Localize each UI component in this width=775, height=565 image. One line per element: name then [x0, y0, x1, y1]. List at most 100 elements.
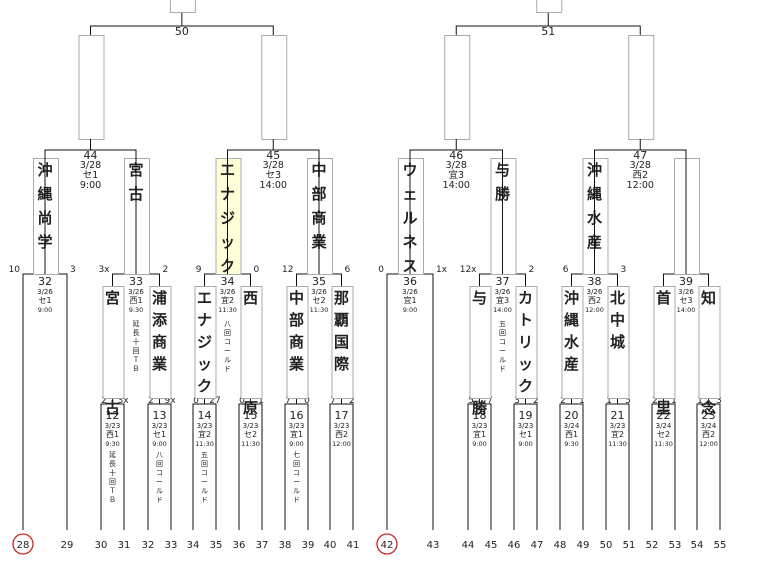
match-number: 35	[312, 275, 326, 288]
match-time: 9:30	[105, 440, 120, 448]
match-note: 長	[109, 460, 116, 468]
team-name: 業	[288, 355, 305, 373]
team-name: 首	[656, 289, 671, 307]
match-date: 3/23	[152, 422, 168, 430]
bottom-number: 52	[646, 540, 659, 551]
match-time: 9:00	[289, 440, 304, 448]
match-note: 八	[156, 451, 163, 459]
match-note: 十	[109, 468, 116, 477]
match-venue: 西1	[129, 296, 142, 305]
score: 1	[671, 396, 677, 406]
match-number: 39	[679, 275, 693, 288]
score: 2	[560, 396, 566, 406]
bottom-number: 30	[95, 540, 108, 551]
match-time: 12:00	[585, 306, 604, 314]
match-date: 3/26	[311, 288, 327, 296]
score: 7	[285, 396, 291, 406]
score: 0	[239, 396, 245, 406]
team-box	[194, 286, 217, 399]
team-box	[240, 286, 263, 399]
match-note: ー	[293, 478, 300, 486]
match-time: 9:30	[129, 306, 144, 314]
match-number: 16	[290, 409, 304, 422]
match-date: 3/23	[243, 422, 259, 430]
match-date: 3/26	[587, 288, 603, 296]
match-note: Ｔ	[133, 356, 140, 364]
match-note: ー	[201, 478, 208, 486]
match-note: Ｔ	[109, 487, 116, 495]
match-number: 20	[565, 409, 579, 422]
match-note: コ	[224, 338, 231, 346]
match-number: 34	[221, 275, 235, 288]
score: 2	[652, 396, 658, 406]
match-venue: 宜1	[290, 429, 303, 439]
team-box	[607, 286, 630, 399]
bottom-number: 46	[508, 540, 521, 551]
team-name: 沖	[564, 289, 579, 307]
team-name: リ	[518, 333, 533, 351]
team-name: 商	[152, 333, 167, 351]
match-note: コ	[499, 338, 506, 346]
score: 3	[514, 396, 520, 406]
team-name: 業	[151, 355, 168, 373]
score: 0	[254, 265, 260, 275]
match-note: 回	[109, 478, 116, 486]
match-time: 9:30	[564, 440, 579, 448]
match-time: 11:30	[241, 440, 260, 448]
winner-box	[261, 35, 288, 140]
match-note: コ	[201, 469, 208, 477]
team-name: 那	[334, 289, 349, 307]
winner-box	[169, 0, 196, 13]
match-time: 11:30	[654, 440, 673, 448]
match-note: ー	[499, 347, 506, 355]
match-date: 3/24	[564, 422, 580, 430]
team-box	[331, 286, 354, 399]
match-number: 14	[198, 409, 212, 422]
match-number: 46	[449, 149, 463, 162]
match-note: ル	[293, 487, 300, 495]
bottom-number: 31	[118, 540, 131, 551]
match-number: 32	[38, 275, 52, 288]
match-date: 3/23	[289, 422, 305, 430]
match-note: 回	[201, 460, 208, 468]
score: 12x	[460, 265, 477, 275]
match-note: 十	[133, 337, 140, 346]
team-box	[286, 286, 309, 399]
match-venue: セ2	[244, 430, 257, 439]
match-note: 五	[499, 320, 506, 328]
bottom-number: 35	[210, 540, 223, 551]
score: 1	[697, 396, 703, 406]
winner-box	[444, 35, 471, 140]
match-number: 15	[244, 409, 258, 422]
bottom-number: 47	[531, 540, 544, 551]
score: 3x	[117, 396, 129, 406]
score: 3	[621, 265, 627, 275]
match-venue: セ1	[153, 430, 166, 439]
team-name: 縄	[564, 311, 579, 329]
match-note: 七	[293, 450, 300, 459]
score: 3	[70, 265, 76, 275]
match-venue: 西2	[632, 170, 648, 181]
match-date: 3/23	[334, 422, 350, 430]
bottom-number: 49	[577, 540, 590, 551]
team-name: ト	[518, 311, 533, 329]
team-box	[698, 286, 721, 399]
match-venue: 宜1	[473, 429, 486, 439]
score: 9x	[164, 396, 176, 406]
match-date: 3/23	[197, 422, 213, 430]
match-venue: セ3	[265, 170, 281, 181]
team-name: 覇	[334, 311, 349, 329]
team-name: 勝	[472, 399, 488, 417]
match-date: 3/24	[656, 422, 672, 430]
winner-box	[628, 35, 655, 140]
match-venue: 宜2	[221, 295, 234, 305]
team-name: 里	[656, 399, 671, 417]
match-number: 50	[175, 25, 189, 38]
match-venue: 宜2	[198, 429, 211, 439]
score: 1	[258, 396, 264, 406]
match-number: 22	[657, 409, 671, 422]
team-name: 城	[610, 333, 625, 351]
team-name: ッ	[197, 355, 212, 373]
match-note: 五	[201, 451, 208, 459]
